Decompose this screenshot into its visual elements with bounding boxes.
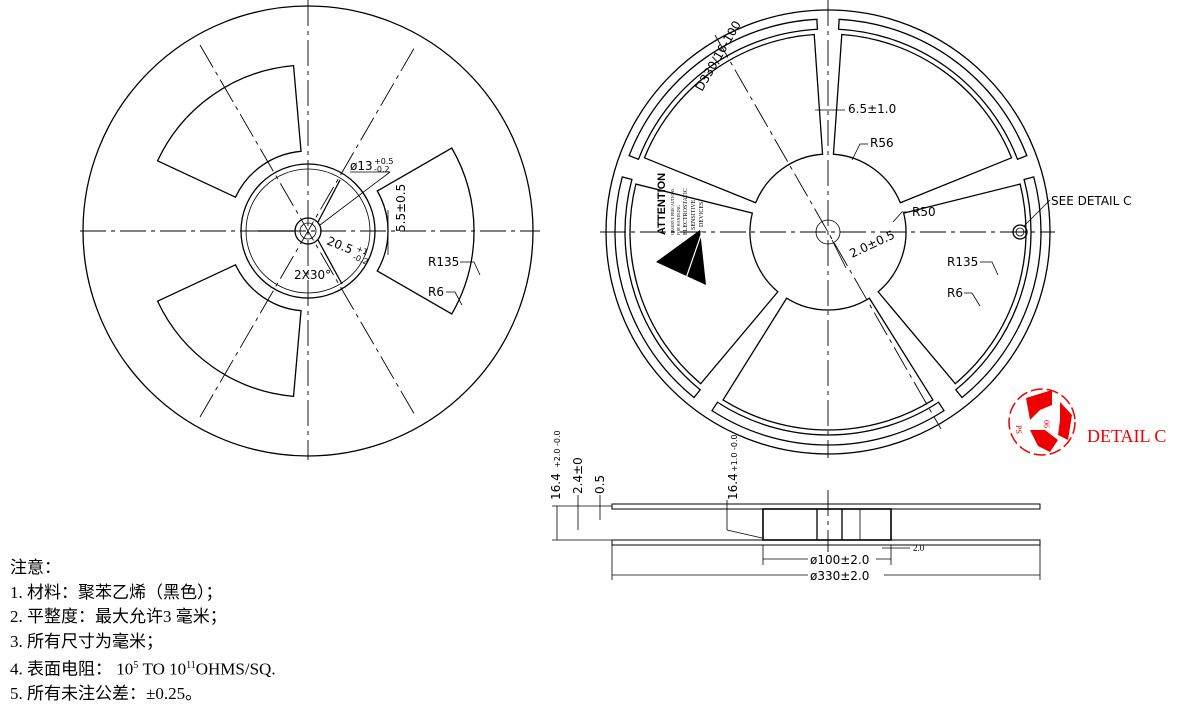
- svg-text:FOR HANDLING: FOR HANDLING: [676, 205, 681, 235]
- svg-text:+1.0 -0.0: +1.0 -0.0: [730, 434, 739, 472]
- svg-text:06: 06: [1042, 420, 1051, 428]
- detail-c-circle: [1008, 388, 1076, 456]
- right-reel-rim-slot: [837, 18, 1028, 161]
- svg-text:-0.2: -0.2: [374, 165, 390, 174]
- outer-radius-label: R135: [428, 255, 459, 269]
- esd-warning-label: ATTENTION OBSERVE PRECAUTIONS FOR HANDLI…: [656, 173, 705, 235]
- outer-diameter-label: ø330±2.0: [810, 569, 869, 583]
- left-reel-window: [156, 263, 302, 398]
- esd-hand-icon: [656, 230, 706, 285]
- rib-width-label: 6.5±1.0: [848, 102, 896, 116]
- svg-text:ELECTROSTATIC: ELECTROSTATIC: [683, 188, 689, 235]
- right-reel-rim-slot: [614, 176, 702, 399]
- r50-label: R50: [912, 205, 936, 219]
- note-4: 4. 表面电阻： 105 TO 1011OHMS/SQ.: [10, 659, 276, 679]
- right-reel-front-view: D330/16-100 6.5±1.0 R56 R50 2.0±0.5 R135…: [600, 0, 1131, 458]
- right-reel-rim-slot: [954, 176, 1042, 399]
- r56-label: R56: [870, 136, 894, 150]
- side-view: 16.4 +2.0 -0.0 2.4±0 0.5 16.4 +1.0 -0.0 …: [549, 430, 1041, 583]
- hub-dimension-label: 20.5: [325, 234, 355, 257]
- recycle-logo-icon: [1026, 390, 1052, 420]
- note-5: 5. 所有未注公差：±0.25。: [10, 684, 203, 704]
- hub-section: [762, 508, 892, 541]
- slot-dimension-label: 2.0±0.5: [847, 228, 897, 261]
- hub-diameter-label: ø100±2.0: [810, 553, 869, 567]
- svg-text:+1: +1: [355, 244, 369, 257]
- right-outer-radius-label: R135: [947, 255, 978, 269]
- flange-thickness-label: 2.4±0: [571, 457, 585, 494]
- angle-label: 2X30°: [294, 268, 331, 282]
- notes-title: 注意：: [10, 558, 61, 577]
- note-1: 1. 材料：聚苯乙烯（黑色）；: [10, 582, 223, 602]
- left-reel-window: [376, 147, 475, 315]
- left-reel-windows: [156, 64, 475, 398]
- svg-text:SENSITIVE: SENSITIVE: [691, 199, 697, 230]
- note-2: 2. 平整度：最大允许3 毫米；: [10, 607, 227, 626]
- detail-c-feature: [1012, 224, 1028, 240]
- right-reel-window: [832, 33, 1013, 204]
- slot-width-label: 5.5±0.5: [394, 184, 408, 232]
- svg-text:+2.0 -0.0: +2.0 -0.0: [553, 430, 562, 468]
- right-reel-window: [629, 183, 779, 385]
- right-corner-radius-label: R6: [947, 286, 963, 300]
- corner-radius-label: R6: [428, 285, 444, 299]
- hole-diameter-label: ø13: [350, 159, 373, 173]
- svg-text:OBSERVE PRECAUTIONS: OBSERVE PRECAUTIONS: [670, 189, 675, 235]
- svg-text:DEVICES: DEVICES: [699, 202, 705, 227]
- note-3: 3. 所有尺寸为毫米；: [10, 631, 163, 651]
- right-reel-rim-slot: [711, 401, 945, 446]
- detail-c: PS 06 DETAIL C: [1008, 388, 1166, 456]
- svg-text:+0.5: +0.5: [374, 157, 393, 166]
- svg-text:ATTENTION: ATTENTION: [656, 173, 668, 235]
- overall-width-label: 16.4: [549, 473, 563, 500]
- notes-block: 注意： 1. 材料：聚苯乙烯（黑色）； 2. 平整度：最大允许3 毫米； 3. …: [10, 556, 276, 707]
- left-reel-front-view: ø13 +0.5 -0.2 5.5±0.5 20.5 +1 -0.2 2X30°…: [80, 0, 540, 460]
- right-reel-window: [643, 33, 824, 204]
- inner-width-label: 16.4: [726, 473, 740, 500]
- gap-label: 0.5: [593, 475, 607, 494]
- see-detail-label: SEE DETAIL C: [1051, 194, 1131, 208]
- right-reel-window: [722, 297, 934, 431]
- left-reel-window: [156, 64, 302, 199]
- right-reel-rim-slot: [628, 18, 819, 161]
- detail-c-label: DETAIL C: [1087, 426, 1166, 446]
- right-reel-rim-slots: [614, 18, 1042, 446]
- wall-thickness-label: 2.0: [913, 543, 925, 553]
- svg-text:PS: PS: [1014, 425, 1023, 434]
